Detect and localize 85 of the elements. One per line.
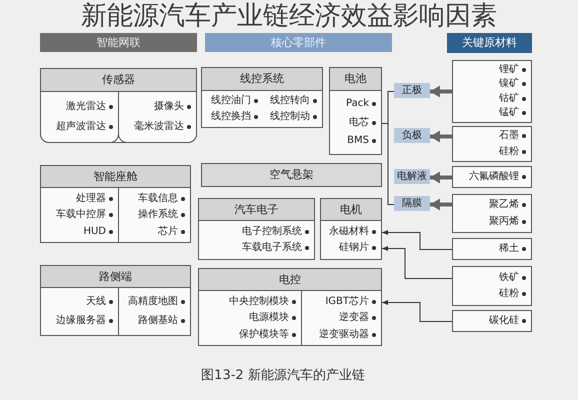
component-card bbox=[40, 68, 197, 143]
list-item: 永磁材料 bbox=[329, 226, 369, 238]
card-header: 智能座舱 bbox=[41, 166, 190, 188]
list-item: 六氟磷酸锂 bbox=[469, 171, 519, 183]
card-header: 电控 bbox=[199, 269, 381, 291]
arrow bbox=[382, 300, 452, 322]
component-band: 空气悬架 bbox=[201, 163, 382, 187]
list-item: IGBT芯片 bbox=[325, 296, 369, 308]
list-item: 碳化硅 bbox=[489, 315, 519, 327]
component-tag: 正极 bbox=[394, 83, 430, 98]
material-card bbox=[452, 238, 532, 260]
list-item: 线控制动 bbox=[270, 111, 310, 123]
list-item: 电子控制系统 bbox=[242, 226, 302, 238]
component-card bbox=[198, 268, 382, 346]
list-item: 激光雷达 bbox=[66, 100, 106, 113]
list-item: 处理器 bbox=[76, 192, 106, 204]
column-header: 智能网联 bbox=[40, 33, 197, 52]
block-arrow bbox=[430, 172, 452, 184]
material-card bbox=[452, 266, 532, 306]
card-header: 电机 bbox=[321, 199, 381, 221]
component-card bbox=[40, 165, 191, 243]
list-item: 线控换挡 bbox=[211, 111, 251, 123]
list-item: 超声波雷达 bbox=[56, 121, 106, 134]
list-item: 硅粉 bbox=[499, 146, 519, 158]
list-item: 电芯 bbox=[349, 116, 369, 128]
list-item: 镍矿 bbox=[499, 78, 519, 90]
list-item: 锂矿 bbox=[499, 64, 519, 76]
list-item: 聚丙烯 bbox=[489, 216, 519, 228]
card-header: 路侧端 bbox=[41, 266, 190, 288]
list-item: 逆变驱动器 bbox=[319, 328, 369, 340]
component-card bbox=[40, 265, 191, 336]
list-item: 天线 bbox=[86, 296, 106, 308]
block-arrow bbox=[430, 198, 452, 210]
list-item: 铁矿 bbox=[499, 272, 519, 284]
column-header: 核心零部件 bbox=[205, 33, 392, 52]
card-header: 线控系统 bbox=[202, 68, 322, 91]
list-item: 中央控制模块 bbox=[229, 296, 289, 308]
block-arrow bbox=[430, 130, 452, 142]
component-tag: 电解液 bbox=[394, 169, 430, 184]
card-header: 汽车电子 bbox=[199, 199, 314, 221]
column-header: 关键原材料 bbox=[447, 33, 532, 53]
material-card bbox=[452, 194, 532, 233]
list-item: 边缘服务器 bbox=[56, 315, 106, 328]
list-item: 线控油门 bbox=[211, 95, 251, 107]
list-item: 逆变器 bbox=[339, 312, 369, 324]
material-card bbox=[452, 310, 532, 332]
list-item: 车载信息 bbox=[138, 192, 178, 204]
component-card bbox=[329, 67, 382, 155]
component-card bbox=[198, 198, 315, 260]
list-item: 硅粉 bbox=[499, 288, 519, 300]
list-item: 保护模块等 bbox=[239, 328, 289, 340]
list-item: Pack bbox=[346, 98, 369, 110]
list-item: 聚乙烯 bbox=[489, 199, 519, 212]
list-item: 硅钢片 bbox=[339, 242, 369, 254]
list-item: 石墨 bbox=[499, 130, 519, 142]
list-item: 车载电子系统 bbox=[242, 242, 302, 254]
list-item: 路侧基站 bbox=[138, 315, 178, 328]
block-arrow bbox=[430, 86, 452, 98]
list-item: 摄像头 bbox=[154, 100, 184, 113]
component-card bbox=[201, 67, 323, 128]
list-item: 线控转向 bbox=[270, 95, 310, 107]
list-item: 稀土 bbox=[499, 243, 519, 255]
card-header: 传感器 bbox=[41, 69, 196, 92]
material-card bbox=[452, 166, 532, 188]
list-item: 高精度地图 bbox=[128, 296, 178, 308]
component-card bbox=[320, 198, 382, 260]
list-item: 毫米波雷达 bbox=[134, 121, 184, 134]
list-item: 操作系统 bbox=[138, 209, 178, 221]
connector-line bbox=[382, 123, 394, 205]
list-item: 芯片 bbox=[158, 226, 178, 238]
arrow bbox=[382, 246, 452, 279]
material-card bbox=[452, 60, 532, 123]
arrow bbox=[382, 230, 452, 250]
caption: 图13-2 新能源汽车的产业链 bbox=[201, 368, 365, 384]
list-item: 车载中控屏 bbox=[56, 209, 106, 221]
list-item: 锰矿 bbox=[499, 107, 519, 120]
list-item: HUD bbox=[83, 226, 106, 238]
title: 新能源汽车产业链经济效益影响因素 bbox=[81, 1, 497, 31]
material-card bbox=[452, 126, 532, 162]
list-item: 电源模块 bbox=[249, 312, 289, 324]
component-tag: 负极 bbox=[394, 128, 430, 143]
card-header: 电池 bbox=[330, 68, 381, 91]
list-item: 钴矿 bbox=[499, 92, 519, 105]
list-item: BMS bbox=[347, 135, 369, 148]
component-tag: 隔膜 bbox=[394, 196, 430, 211]
